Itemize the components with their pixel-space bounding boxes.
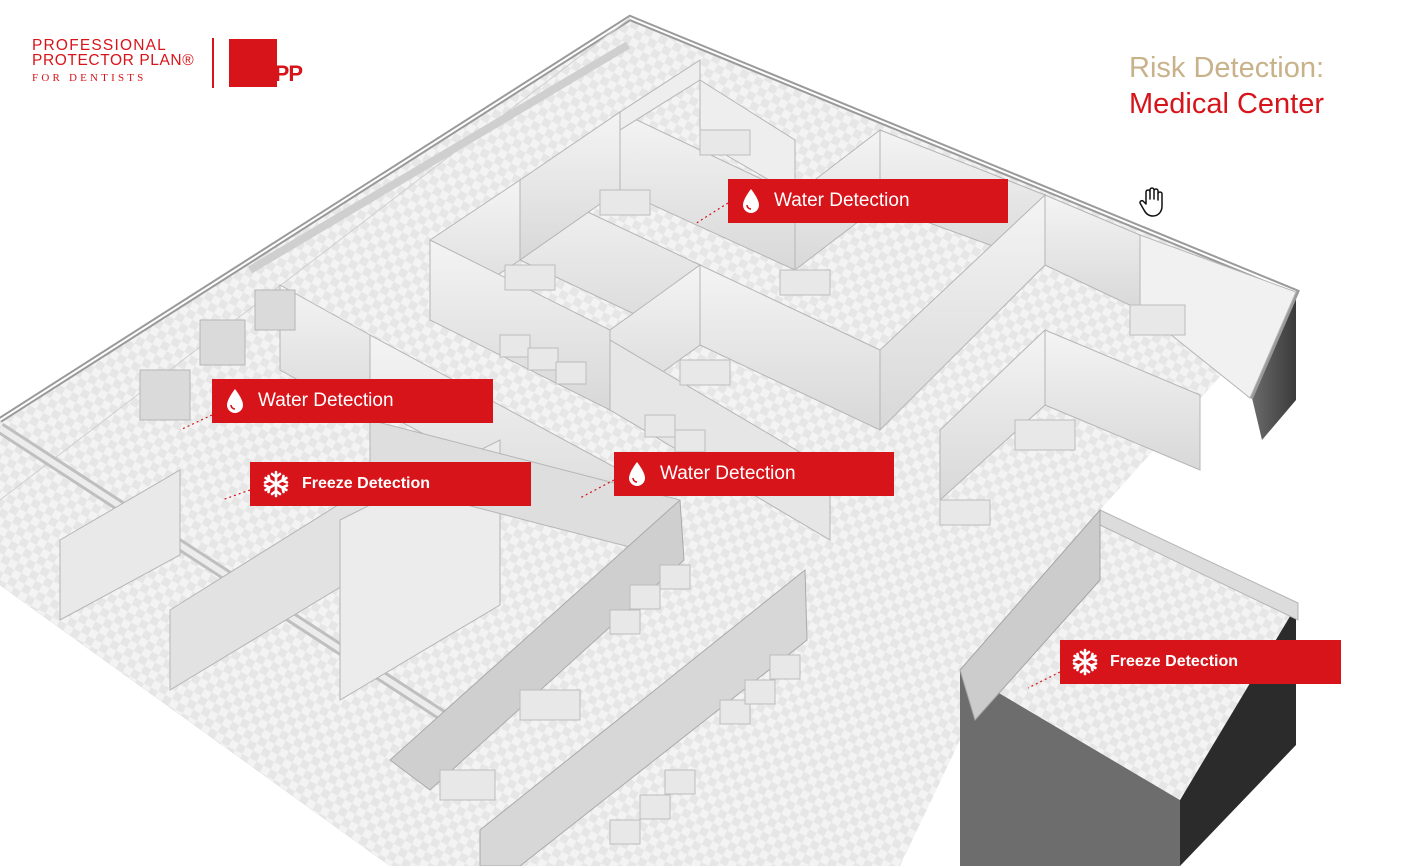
water-drop-icon	[212, 379, 258, 423]
brand-line-2: PROTECTOR PLAN®	[32, 52, 195, 69]
water-detection-tag[interactable]: Water Detection	[212, 379, 493, 423]
logo-mark	[229, 39, 277, 87]
logo-mark-text: PPP	[261, 61, 303, 86]
building-side-right	[1252, 292, 1296, 440]
brand-line-1: PROFESSIONAL	[32, 37, 167, 54]
snowflake-icon	[1060, 640, 1110, 684]
water-drop-icon	[728, 179, 774, 223]
tag-label: Water Detection	[258, 390, 394, 411]
annex-wall	[959, 508, 1101, 721]
grab-hand-icon	[1138, 186, 1168, 218]
tag-label: Freeze Detection	[1110, 653, 1239, 670]
title-line-2: Medical Center	[1129, 88, 1325, 120]
partition-wall-2	[479, 568, 808, 866]
tag-label: Freeze Detection	[302, 475, 431, 492]
furniture	[439, 129, 1186, 845]
page-title: Risk Detection: Medical Center	[1129, 50, 1324, 122]
water-detection-tag[interactable]: Water Detection	[614, 452, 894, 496]
freeze-detection-tag[interactable]: Freeze Detection	[250, 462, 531, 506]
freeze-detection-tag[interactable]: Freeze Detection	[1060, 640, 1341, 684]
brand-line-3: FOR DENTISTS	[32, 72, 147, 84]
logo-divider	[212, 38, 214, 88]
annex-front	[960, 670, 1180, 866]
right-offices	[939, 194, 1299, 621]
water-detection-tag[interactable]: Water Detection	[728, 179, 1008, 223]
title-line-1: Risk Detection:	[1129, 52, 1325, 84]
tag-label: Water Detection	[660, 463, 796, 484]
snowflake-icon	[250, 462, 302, 506]
tag-label: Water Detection	[774, 190, 910, 211]
partition-wall-1	[389, 498, 685, 791]
water-drop-icon	[614, 452, 660, 496]
